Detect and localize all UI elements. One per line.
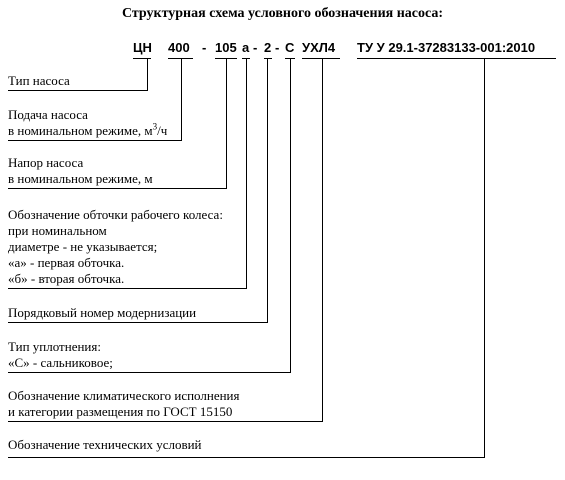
label-modernization: Порядковый номер модернизации (8, 305, 197, 320)
leader-flow (8, 58, 182, 141)
leader-head (8, 58, 227, 189)
code-modernization: 2 (264, 40, 272, 55)
code-seal: С (285, 40, 295, 55)
leader-type (8, 58, 148, 91)
code-head: 105 (215, 40, 237, 55)
leader-modernization (8, 58, 268, 323)
label-head: Напор насоса в номинальном режиме, м (8, 155, 153, 186)
code-trim: а (242, 40, 250, 55)
code-flow: 400 (168, 40, 190, 55)
code-pump-type: ЦН (133, 40, 152, 55)
leader-climate (8, 58, 323, 422)
leader-spec (8, 58, 485, 458)
label-climate: Обозначение климатического исполнения и … (8, 388, 240, 419)
diagram-title: Структурная схема условного обозначения … (121, 6, 444, 21)
label-seal: Тип уплотнения: «С» - сальниковое; (8, 339, 113, 370)
label-pump-type: Тип насоса (8, 73, 70, 88)
code-climate: УХЛ4 (302, 40, 336, 55)
label-trim: Обозначение обточки рабочего колеса: при… (8, 207, 223, 286)
label-spec: Обозначение технических условий (8, 437, 202, 452)
code-dash-3: - (275, 40, 280, 55)
code-dash-1: - (202, 40, 207, 55)
code-dash-2: - (253, 40, 258, 55)
label-flow: Подача насоса в номинальном режиме, м3/ч (8, 107, 168, 138)
leader-trim (8, 58, 247, 289)
leader-seal (8, 58, 291, 373)
code-spec: ТУ У 29.1-37283133-001:2010 (357, 40, 536, 55)
